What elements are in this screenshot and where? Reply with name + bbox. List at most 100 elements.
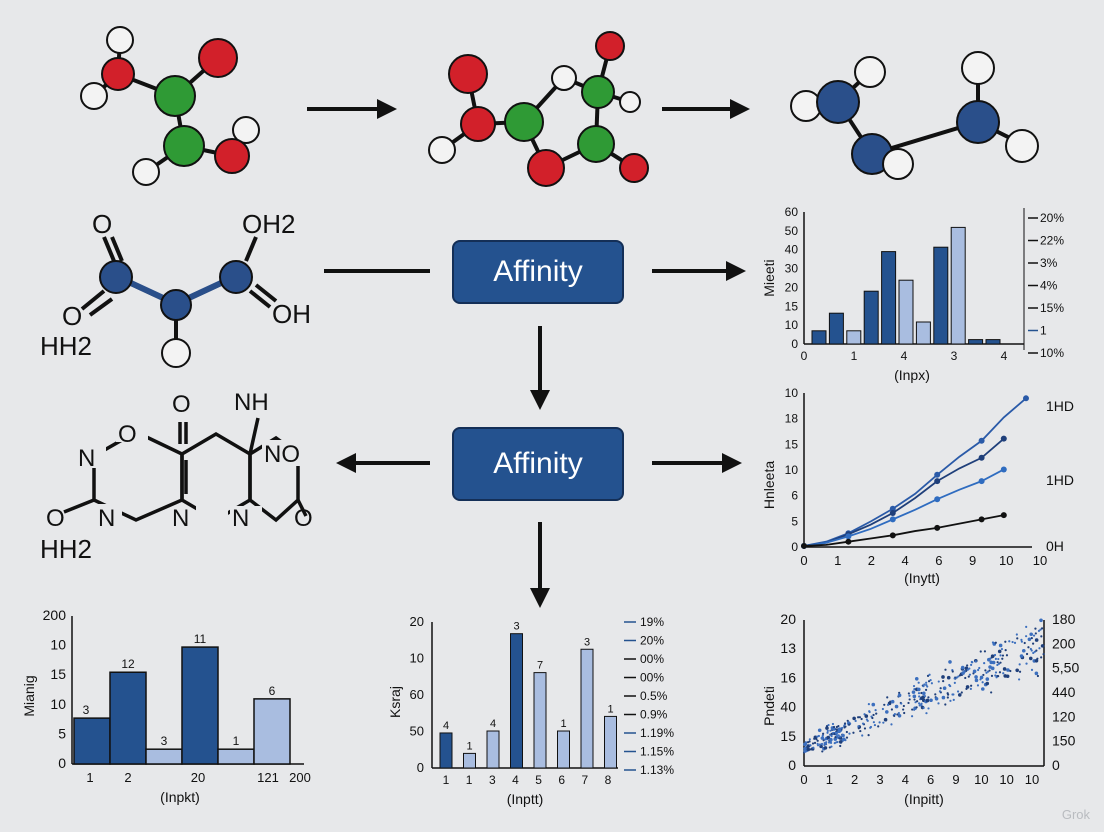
scatter-point (890, 723, 893, 726)
series-point (978, 516, 985, 523)
bar-value-label: 1 (233, 734, 240, 748)
x-tick-label: 3 (951, 349, 958, 363)
scatter-point (837, 727, 842, 732)
scatter-point (983, 650, 987, 653)
scatter-point (838, 740, 843, 744)
scatter-point (841, 733, 845, 738)
atom-label: O (172, 391, 191, 418)
scatter-point (937, 702, 940, 705)
scatter-point (861, 722, 865, 725)
scatter-point (922, 706, 925, 709)
series-point (934, 524, 941, 531)
scatter-point (996, 661, 999, 664)
scatter-point (942, 686, 947, 690)
scatter-point (817, 734, 820, 738)
bar-value-label: 1 (466, 740, 472, 752)
arrow-down-1 (530, 326, 550, 410)
x-tick-label: 2 (851, 772, 858, 787)
scatter-point (841, 726, 844, 730)
scatter-point (911, 708, 914, 711)
scatter-point (898, 691, 901, 694)
scatter-point (941, 695, 946, 700)
atom-label: O (118, 421, 137, 448)
scatter-point (927, 707, 930, 710)
scatter-point (998, 671, 1002, 674)
scatter-point (967, 675, 970, 678)
bar-value-label: 11 (194, 632, 207, 646)
bar-value-label: 12 (121, 657, 135, 671)
scatter-point (920, 702, 923, 705)
scatter-point (897, 713, 902, 718)
x-tick-label: 4 (512, 773, 519, 787)
atom-label: O (62, 301, 82, 331)
y-tick-label: 10 (785, 318, 799, 332)
scatter-point (885, 710, 889, 714)
bar (253, 698, 291, 765)
y-tick-label: 40 (780, 699, 796, 715)
scatter-point (993, 653, 997, 657)
scatter-point (1025, 625, 1028, 628)
scatter-point (934, 696, 939, 701)
scatter-point (976, 684, 980, 687)
scatter-point (922, 685, 925, 688)
scatter-point (988, 665, 992, 669)
scatter-point (1002, 672, 1005, 675)
scatter-point (980, 687, 985, 691)
series-line (803, 514, 1004, 547)
scatter-point (974, 678, 979, 683)
bar-value-label: 4 (490, 718, 496, 730)
series-point (845, 533, 852, 540)
series-point (934, 478, 941, 485)
scatter-point (946, 693, 950, 696)
scatter-point (804, 743, 808, 746)
series-line (803, 437, 1005, 547)
bar (985, 339, 1001, 345)
connector-line (324, 269, 430, 273)
y-tick-label: 0 (58, 755, 66, 771)
atom-label: N (232, 505, 249, 532)
y-tick-label: 150 (1052, 733, 1076, 749)
scatter-point (873, 723, 877, 727)
scatter-point (968, 667, 971, 670)
bar (811, 330, 827, 345)
scatter-point (964, 676, 967, 680)
scatter-point (994, 671, 998, 674)
x-tick-label: 9 (969, 553, 976, 568)
x-tick-label: 8 (605, 773, 612, 787)
scatter-point (820, 742, 824, 746)
scatter-point (994, 641, 997, 644)
y-tick-label: 440 (1052, 684, 1076, 700)
scatter-point (893, 713, 897, 716)
scatter-point (817, 728, 822, 733)
scatter-point (866, 719, 869, 722)
scatter-point (915, 706, 918, 709)
scatter-point (917, 692, 921, 695)
series-point (889, 510, 896, 517)
scatter-point (829, 729, 832, 732)
x-tick-label: 0 (800, 772, 807, 787)
scatter-point (848, 732, 851, 735)
x-tick-label: 2 (868, 553, 875, 568)
y-tick-label: 10 (50, 696, 66, 712)
y-tick-label: 40 (785, 243, 799, 257)
scatter-point (913, 698, 916, 701)
scatter-point (872, 721, 875, 724)
scatter-point (845, 736, 849, 739)
scatter-point (969, 687, 972, 690)
scatter-point (1039, 628, 1042, 631)
y-axis-label: Mieeti (761, 259, 777, 296)
scatter-point (844, 739, 847, 742)
affinity-node-middle: Affinity (452, 427, 624, 501)
scatter-point (1018, 663, 1021, 666)
scatter-point (924, 688, 928, 691)
scatter-point (996, 663, 999, 667)
scatter-point (1009, 669, 1012, 673)
scatter-point (917, 702, 921, 705)
x-tick-label: 4 (901, 349, 908, 363)
bar (881, 251, 897, 345)
legend-label: 1.19% (640, 726, 674, 740)
scatter-point (910, 715, 914, 718)
